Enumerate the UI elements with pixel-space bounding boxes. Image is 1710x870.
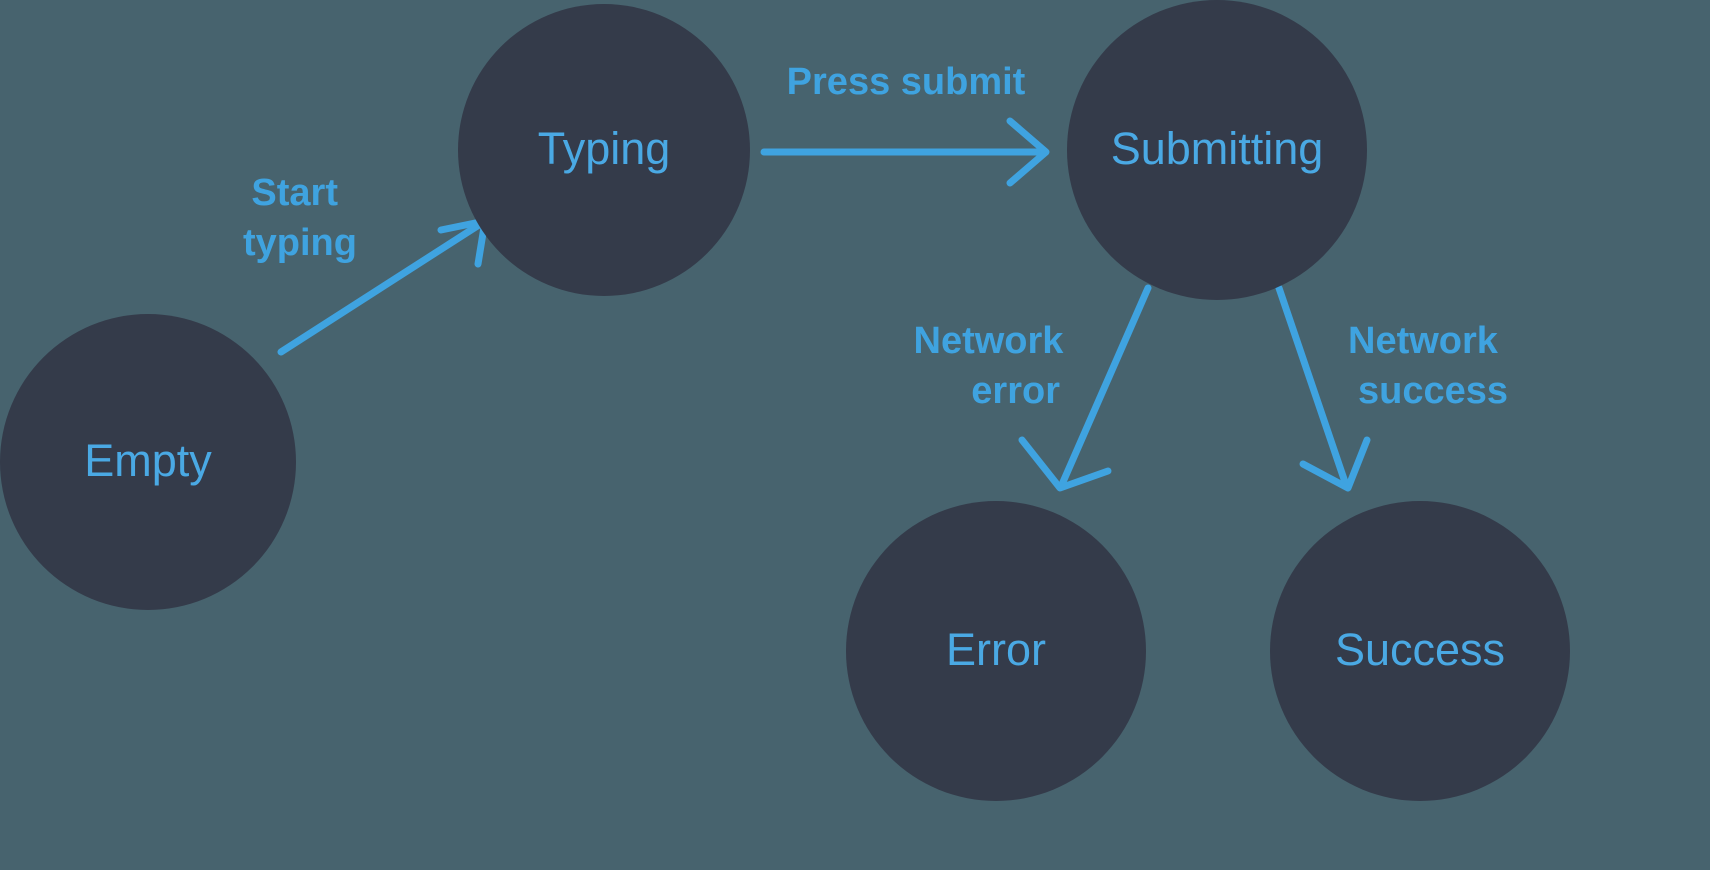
typing-node-label: Typing bbox=[538, 123, 671, 174]
network-error-label-line-1: Network bbox=[914, 320, 1065, 362]
transition-label-network-error: Network error bbox=[914, 320, 1074, 412]
error-node-circle[interactable] bbox=[846, 501, 1146, 801]
network-success-edge-line bbox=[1275, 284, 1349, 486]
state-node-typing[interactable]: Typing bbox=[458, 4, 750, 296]
success-node-circle[interactable] bbox=[1270, 501, 1570, 801]
state-node-success[interactable]: Success bbox=[1270, 501, 1570, 801]
transition-label-network-success: Network success bbox=[1348, 320, 1508, 412]
start-typing-label-line-1: Start bbox=[251, 172, 338, 214]
state-node-empty[interactable]: Empty bbox=[0, 314, 296, 610]
typing-node-circle[interactable] bbox=[458, 4, 750, 296]
transition-press-submit bbox=[760, 117, 1050, 187]
empty-node-label: Empty bbox=[84, 435, 212, 486]
network-error-arrowhead-icon bbox=[1018, 436, 1112, 492]
network-success-label-line-2: success bbox=[1358, 370, 1508, 412]
submitting-node-circle[interactable] bbox=[1067, 0, 1367, 300]
start-typing-label-line-2: typing bbox=[243, 222, 357, 264]
network-success-arrowhead-icon bbox=[1299, 436, 1371, 492]
transition-network-success bbox=[1275, 284, 1371, 492]
submitting-node-label: Submitting bbox=[1111, 123, 1324, 174]
error-node-label: Error bbox=[946, 624, 1046, 675]
network-error-label-line-2: error bbox=[971, 370, 1060, 412]
success-node-label: Success bbox=[1335, 624, 1505, 675]
transition-label-start-typing: Start typing bbox=[243, 172, 357, 264]
start-typing-edge-line bbox=[277, 219, 486, 356]
empty-node-circle[interactable] bbox=[0, 314, 296, 610]
network-success-label-line-1: Network bbox=[1348, 320, 1499, 362]
network-error-edge-line bbox=[1059, 284, 1152, 486]
state-node-submitting[interactable]: Submitting bbox=[1067, 0, 1367, 300]
transition-network-error bbox=[1018, 284, 1152, 492]
transition-label-press-submit: Press submit bbox=[787, 61, 1026, 103]
state-node-error[interactable]: Error bbox=[846, 501, 1146, 801]
press-submit-arrowhead-icon bbox=[1006, 117, 1050, 187]
press-submit-label-line-1: Press submit bbox=[787, 61, 1026, 103]
